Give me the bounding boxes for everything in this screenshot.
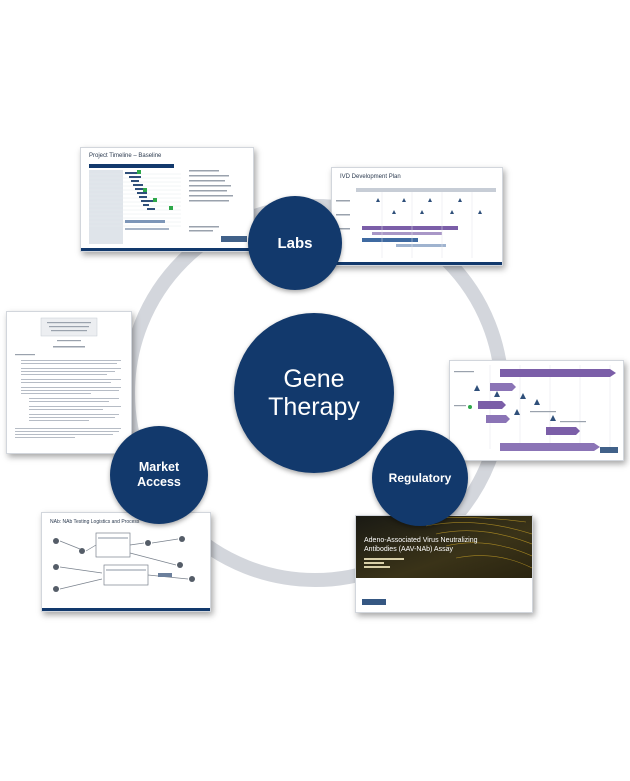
center-label-line-1: Gene [283, 365, 345, 393]
assay-subtitle-line [364, 566, 390, 568]
labs-label: Labs [277, 234, 313, 252]
market-access-label-line-1: Market [138, 460, 180, 474]
project-timeline-slide[interactable]: Project Timeline – Baseline [80, 147, 254, 252]
assay-subtitle-line [364, 562, 384, 564]
assay-slide-background [356, 516, 532, 612]
regulatory-label: Regulatory [388, 471, 452, 485]
ivd-development-plan-title: IVD Development Plan [340, 174, 401, 180]
center-label-line-2: Therapy [268, 393, 360, 421]
proposal-document-page[interactable] [6, 311, 132, 454]
aav-nab-assay-slide[interactable]: Adeno-Associated Virus Neutralizing Anti… [355, 515, 533, 613]
nab-testing-logistics-slide[interactable]: NAb: NAb Testing Logistics and Process [41, 512, 211, 612]
ivd-development-plan-slide[interactable]: IVD Development Plan [331, 167, 503, 266]
regulatory-node[interactable]: Regulatory [372, 430, 468, 526]
market-access-node[interactable]: Market Access [110, 426, 208, 524]
document-text-graphic [15, 317, 121, 438]
regulatory-timeline-graphic [454, 365, 618, 453]
assay-title-line-2: Antibodies (AAV-NAb) Assay [364, 546, 453, 553]
assay-title-line-1: Adeno-Associated Virus Neutralizing [364, 537, 478, 544]
gantt-chart-graphic [89, 164, 247, 244]
market-access-label-line-2: Access [137, 475, 181, 489]
slide-footer-bar [81, 248, 253, 251]
nab-testing-logistics-title: NAb: NAb Testing Logistics and Process [50, 519, 140, 525]
slide-footer-bar [42, 608, 210, 611]
gene-therapy-center-node[interactable]: Gene Therapy [234, 313, 394, 473]
slide-footer-bar [332, 262, 502, 265]
labs-node[interactable]: Labs [248, 196, 342, 290]
regulatory-timeline-slide[interactable] [449, 360, 624, 461]
project-timeline-title: Project Timeline – Baseline [89, 153, 162, 159]
assay-subtitle-line [364, 558, 404, 560]
development-plan-graphic [336, 188, 496, 258]
process-flow-graphic [53, 532, 195, 592]
